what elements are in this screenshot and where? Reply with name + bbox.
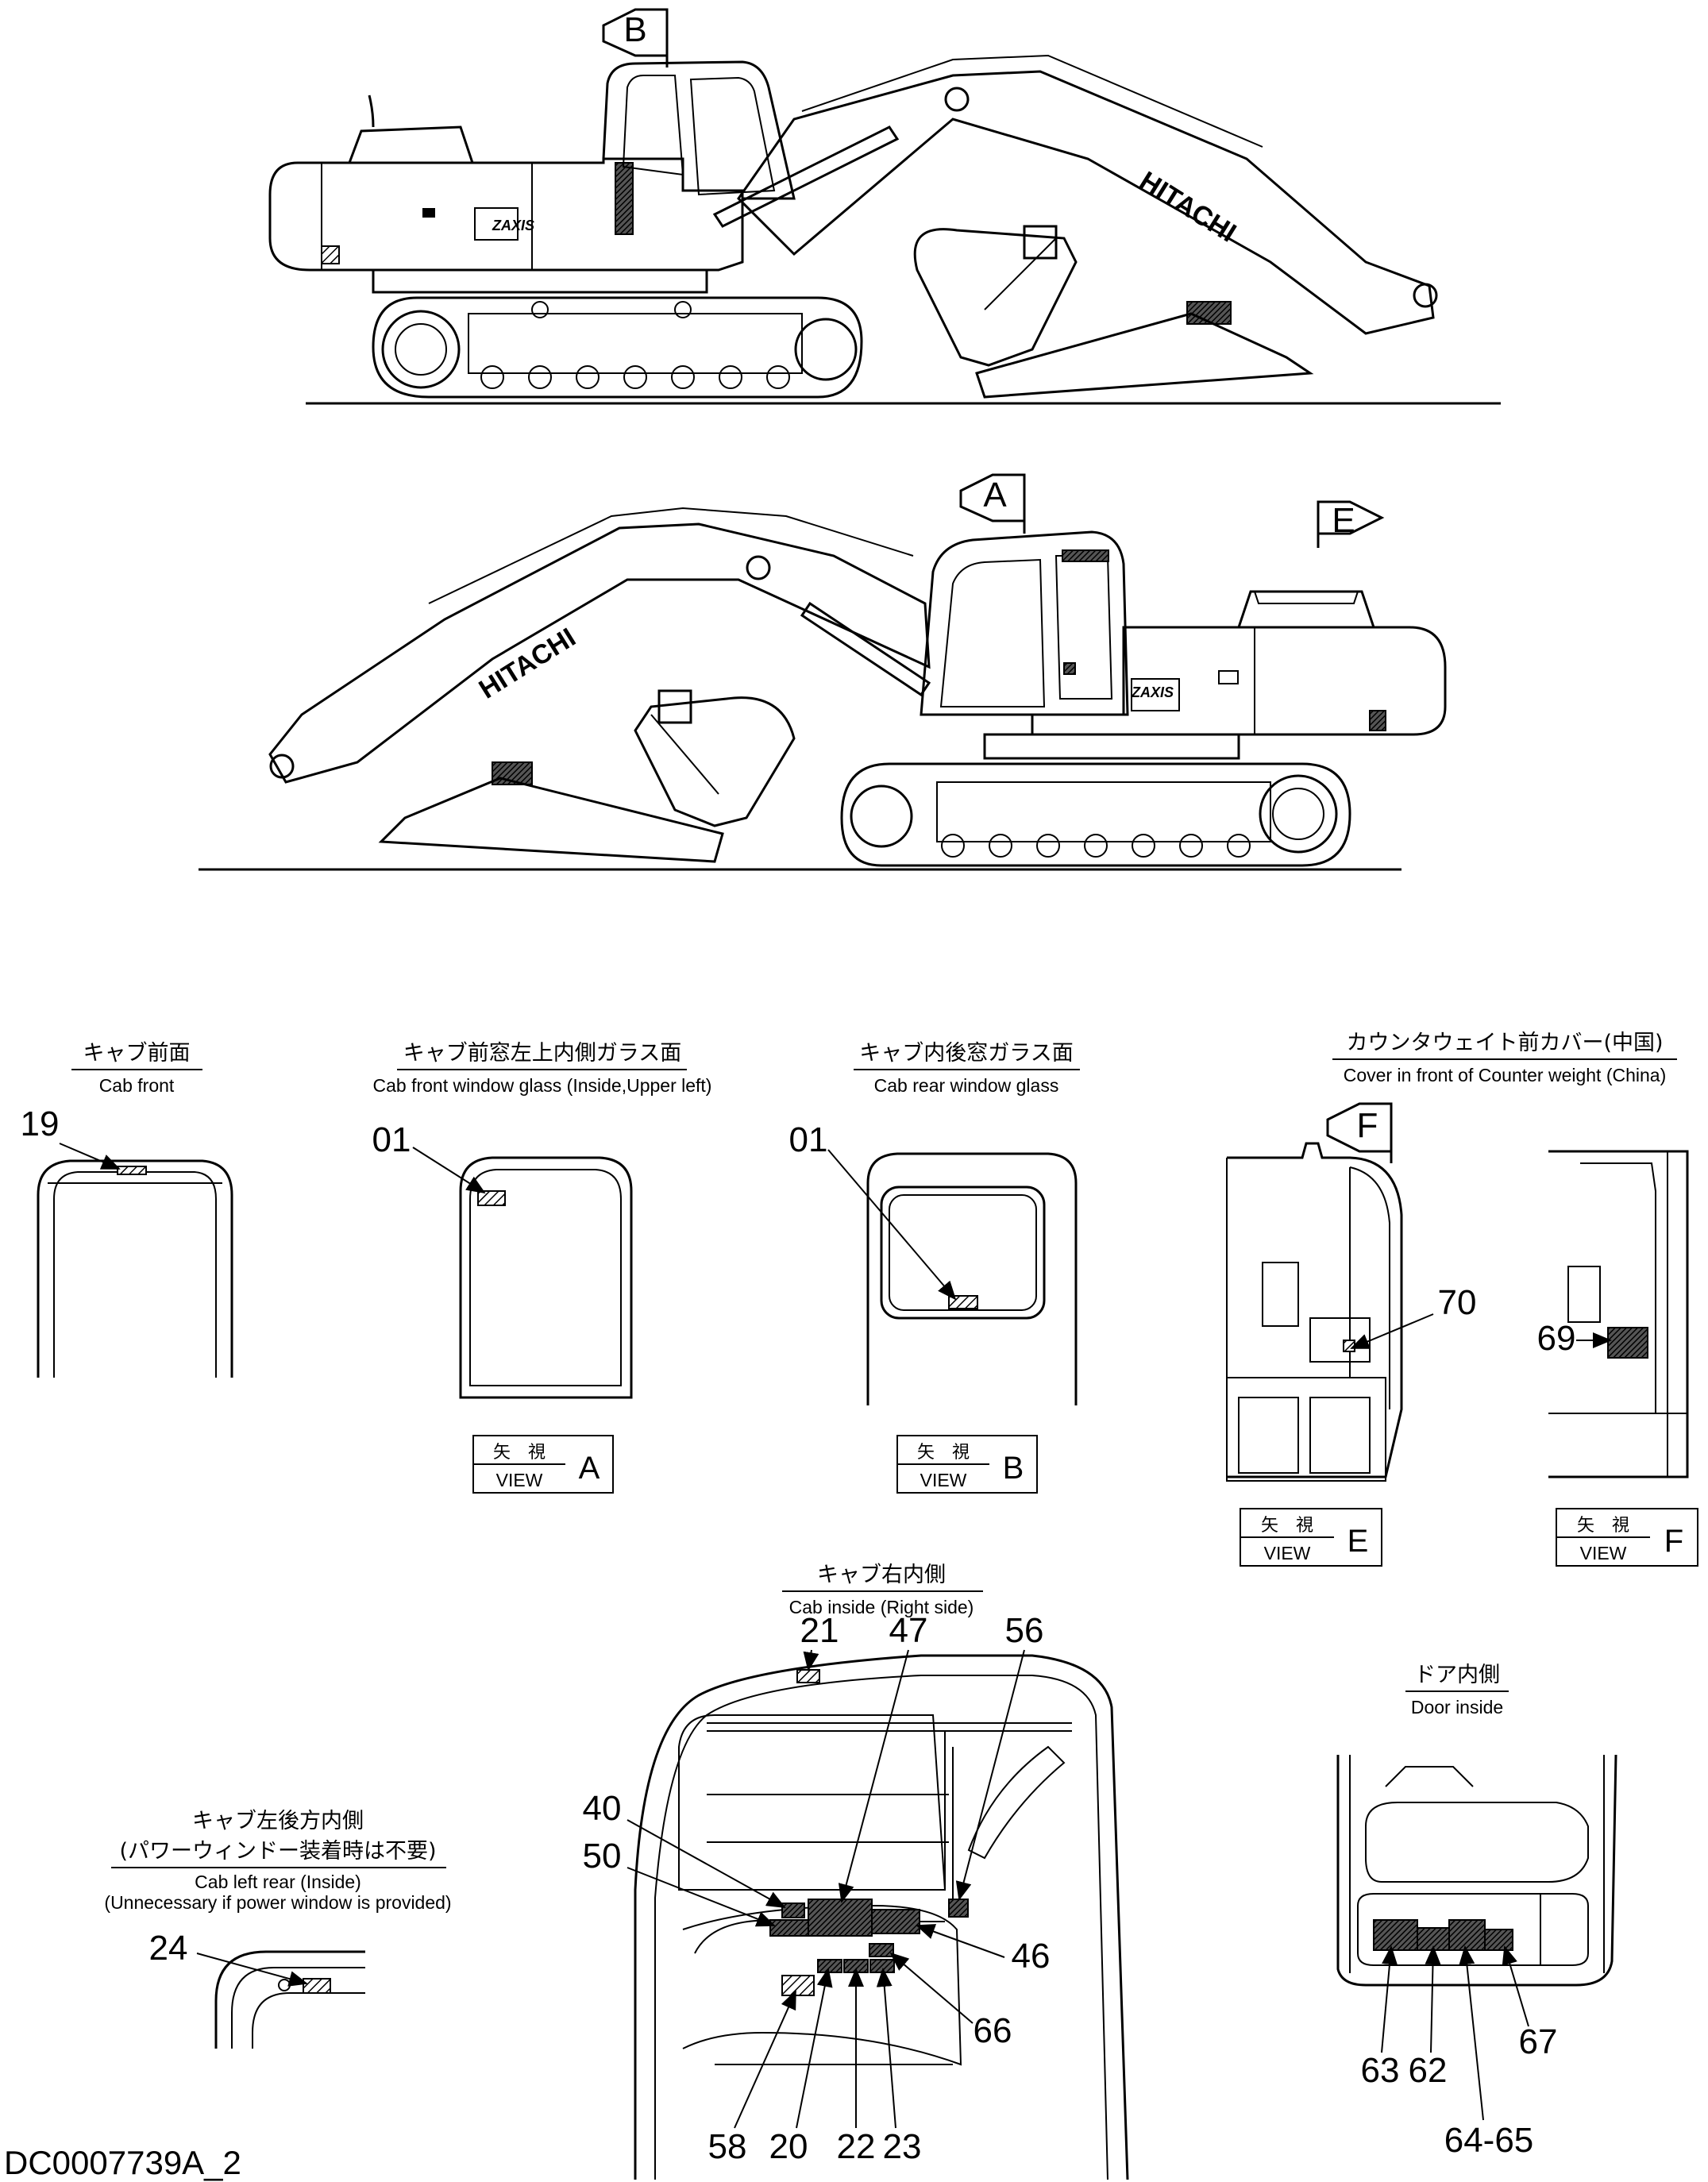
callout-20: 20 [769, 2127, 808, 2166]
cab-front-title-en: Cab front [99, 1075, 175, 1096]
door-inside-title-en: Door inside [1411, 1697, 1503, 1717]
callout-70: 70 [1438, 1283, 1477, 1322]
callout-23: 23 [883, 2127, 922, 2166]
cab-left-rear-title-en2: (Unnecessary if power window is provided… [104, 1892, 451, 1913]
view-a-letter: A [579, 1451, 600, 1486]
callout-40: 40 [583, 1789, 622, 1828]
cab-rear-window-title-en: Cab rear window glass [874, 1075, 1059, 1096]
door-inside-title-jp: ドア内側 [1414, 1663, 1500, 1687]
view-b-jp: 矢 視 [917, 1443, 970, 1463]
callout-22: 22 [837, 2127, 876, 2166]
callout-19: 19 [21, 1104, 60, 1143]
view-b-letter: B [1003, 1451, 1024, 1486]
cab-rear-window-title-jp: キャブ内後窓ガラス面 [859, 1041, 1073, 1066]
cab-inside-right-title-jp: キャブ右内側 [817, 1563, 946, 1587]
counterweight-title-en: Cover in front of Counter weight (China) [1344, 1065, 1667, 1085]
view-e-en: VIEW [1264, 1543, 1311, 1563]
excavator-left-view: B HITACHI ZAXIS [268, 8, 1501, 405]
brand-label-2: HITACHI [474, 623, 581, 705]
view-f-en: VIEW [1580, 1543, 1627, 1563]
callout-01-a: 01 [372, 1120, 411, 1159]
cab-left-rear-title-jp2: (パワーウィンドー装着時は不要) [119, 1839, 436, 1864]
cab-left-rear-title-en: Cab left rear (Inside) [195, 1872, 361, 1892]
cab-left-rear-title-jp: キャブ左後方内側 [192, 1809, 364, 1833]
counterweight-title-jp: カウンタウェイト前カバー(中国) [1346, 1031, 1663, 1055]
excavator-right-view: A E HITACHI ZAXIS [199, 473, 1447, 871]
view-f-jp: 矢 視 [1577, 1516, 1629, 1536]
view-cab-inside-right: キャブ右内側 Cab inside (Right side) 21 47 56 [583, 1563, 1129, 2180]
callout-47: 47 [889, 1611, 928, 1650]
view-b-en: VIEW [920, 1470, 967, 1490]
callout-63: 63 [1361, 2051, 1400, 2090]
arrow-label-a: A [983, 476, 1007, 515]
arrow-label-e: E [1332, 501, 1355, 540]
view-f-letter: F [1664, 1524, 1683, 1559]
view-a-jp: 矢 視 [493, 1443, 546, 1463]
cab-front-window-title-en: Cab front window glass (Inside,Upper lef… [373, 1075, 712, 1096]
view-cab-front: キャブ前面 Cab front 19 [21, 1041, 233, 1378]
drawing-code: DC0007739A_2 [4, 2144, 241, 2181]
cab-front-window-title-jp: キャブ前窓左上内側ガラス面 [403, 1041, 681, 1066]
callout-46: 46 [1012, 1937, 1051, 1976]
arrow-label-f: F [1357, 1106, 1378, 1145]
view-door-inside: ドア内側 Door inside 63 62 64-65 67 [1336, 1663, 1617, 2160]
view-cab-left-rear: キャブ左後方内側 (パワーウィンドー装着時は不要) Cab left rear … [104, 1809, 452, 2049]
cab-front-title-jp: キャブ前面 [83, 1041, 191, 1066]
callout-64-65: 64-65 [1444, 2121, 1534, 2160]
model-label-2: ZAXIS [1131, 684, 1174, 700]
callout-50: 50 [583, 1837, 622, 1876]
callout-24: 24 [149, 1929, 188, 1968]
model-label: ZAXIS [492, 218, 534, 233]
brand-label: HITACHI [1134, 166, 1241, 249]
view-cab-front-window: キャブ前窓左上内側ガラス面 Cab front window glass (In… [372, 1041, 712, 1494]
callout-66: 66 [974, 2011, 1012, 2050]
callout-01-b: 01 [789, 1120, 828, 1159]
view-e-letter: E [1348, 1524, 1369, 1559]
callout-62: 62 [1409, 2051, 1448, 2090]
callout-69: 69 [1537, 1319, 1576, 1358]
callout-67: 67 [1519, 2022, 1558, 2061]
view-e-jp: 矢 視 [1261, 1516, 1313, 1536]
cab-inside-right-title-en: Cab inside (Right side) [789, 1597, 974, 1617]
callout-56: 56 [1005, 1611, 1044, 1650]
callout-58: 58 [708, 2127, 747, 2166]
callout-21: 21 [800, 1611, 839, 1650]
arrow-label-b: B [623, 10, 646, 49]
view-cab-rear-window: キャブ内後窓ガラス面 Cab rear window glass 01 矢 視 … [789, 1041, 1080, 1494]
view-counterweight-cover: カウンタウェイト前カバー(中国) Cover in front of Count… [1226, 1031, 1698, 1567]
view-a-en: VIEW [496, 1470, 543, 1490]
